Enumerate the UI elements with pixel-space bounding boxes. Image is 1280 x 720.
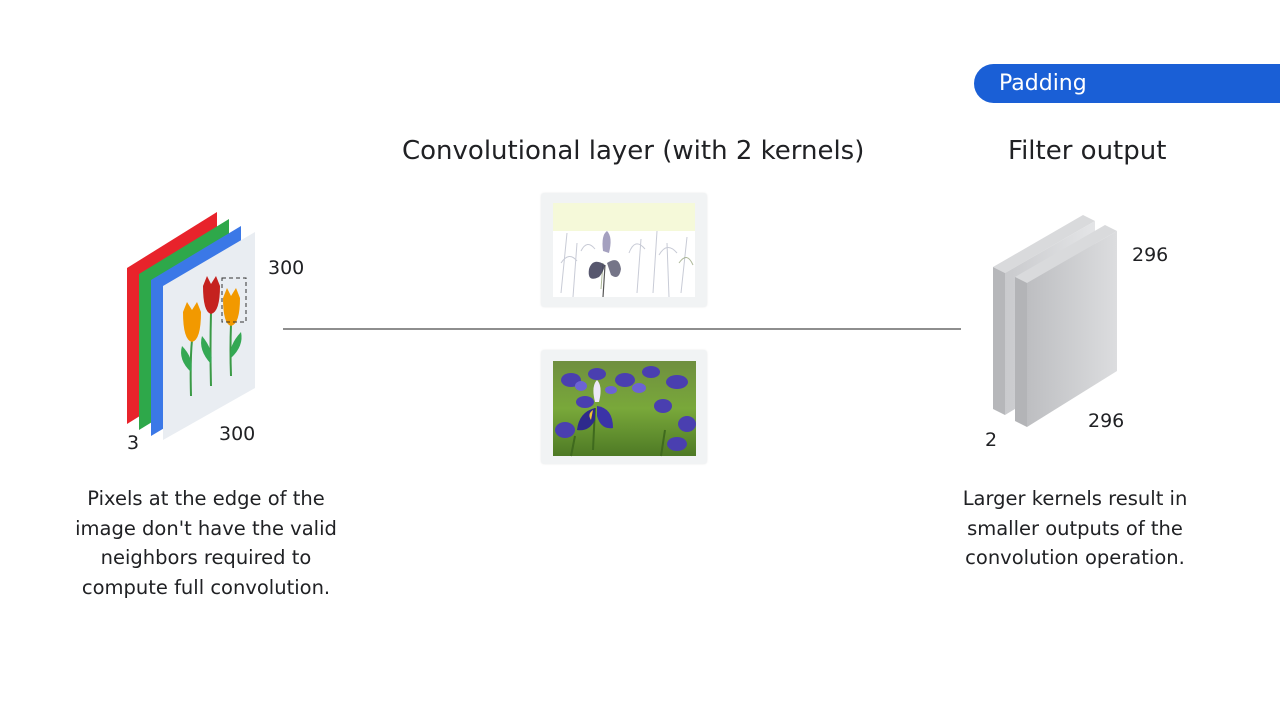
section-badge: Padding (974, 64, 1280, 103)
filter-output-title: Filter output (1008, 136, 1167, 166)
kernel-2-thumbnail (541, 350, 707, 464)
output-map-2 (1015, 225, 1117, 427)
output-width-label: 296 (1088, 410, 1125, 432)
edge-detected-iris-image (553, 203, 695, 298)
kernel-window (221, 277, 247, 323)
input-channels-label: 3 (127, 432, 140, 454)
output-depth-label: 2 (985, 429, 998, 451)
left-caption: Pixels at the edge of the image don't ha… (75, 487, 337, 599)
filter-output-stack (993, 215, 1117, 427)
input-image-stack (127, 212, 255, 440)
kernel-1-thumbnail (541, 193, 707, 307)
conv-layer-title: Convolutional layer (with 2 kernels) (402, 136, 865, 166)
input-width-label: 300 (219, 423, 256, 445)
connector-line (283, 328, 961, 330)
image-layer (163, 232, 255, 440)
badge-label: Padding (999, 71, 1087, 96)
output-height-label: 296 (1132, 244, 1169, 266)
right-caption: Larger kernels result in smaller outputs… (962, 487, 1188, 569)
iris-photo-image (553, 361, 696, 457)
input-height-label: 300 (268, 257, 305, 279)
tulips-icon (181, 276, 242, 397)
